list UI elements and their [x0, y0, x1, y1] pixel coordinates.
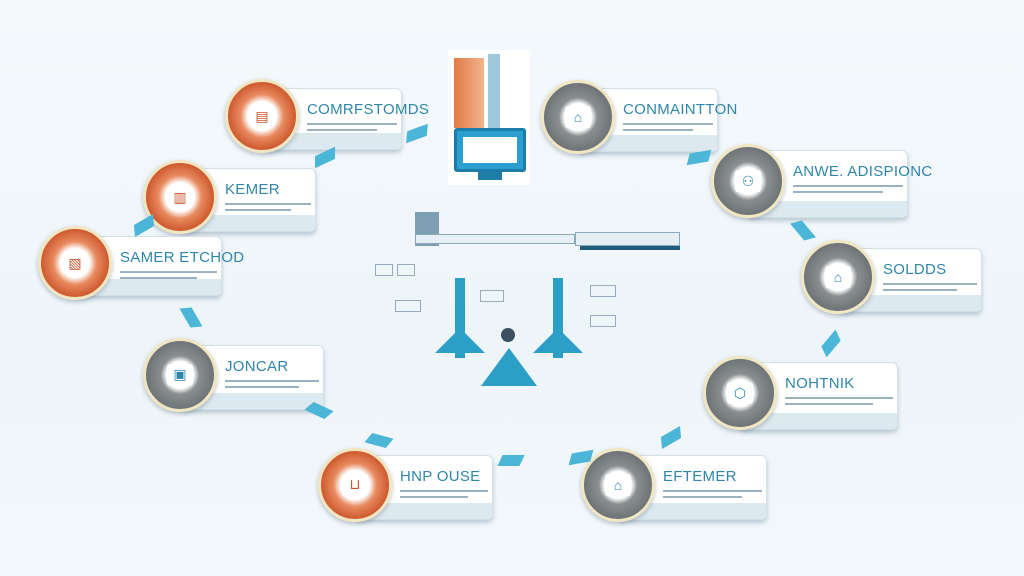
card-footer	[749, 201, 907, 217]
description-line	[120, 271, 217, 273]
tower-graphic	[488, 54, 500, 132]
card-footer	[181, 215, 315, 231]
description-line	[623, 129, 693, 131]
cart-icon: ⊔	[342, 473, 368, 496]
flow-arrow	[304, 401, 334, 420]
step-title: SOLDDS	[883, 261, 947, 278]
step-icon-badge: ⌂	[541, 80, 615, 154]
step-icon-badge: ⊔	[318, 447, 392, 522]
flow-arrow	[821, 329, 841, 358]
card-footer	[839, 295, 981, 311]
card-footer	[619, 503, 766, 519]
central-network-illustration	[355, 210, 685, 390]
card-footer	[181, 393, 323, 409]
image-icon: ▣	[167, 363, 193, 386]
step-title: SAMER ETCHOD	[120, 249, 245, 266]
description-line	[793, 191, 883, 193]
step-icon-badge: ▧	[38, 226, 112, 300]
step-title: ANWE. ADISPIONC	[793, 163, 933, 180]
building-graphic	[454, 58, 484, 128]
home-icon: ⌂	[565, 106, 591, 128]
step-icon-badge: ▥	[143, 160, 217, 234]
description-line	[225, 209, 291, 211]
card-footer	[76, 279, 221, 295]
step-title: NOHTNIK	[785, 375, 855, 392]
flow-arrow	[497, 455, 525, 466]
flow-arrow	[133, 213, 155, 238]
card-footer	[579, 135, 717, 151]
description-line	[400, 496, 468, 498]
description-line	[883, 283, 977, 285]
flow-arrow	[406, 123, 428, 144]
paper-icon: ▧	[62, 252, 88, 274]
step-icon-badge: ⬡	[703, 356, 777, 430]
document-icon: ▤	[249, 105, 275, 127]
left-pillar	[455, 278, 465, 358]
step-title: HNP OUSE	[400, 468, 481, 485]
description-line	[785, 397, 893, 399]
monitor-illustration	[448, 50, 530, 185]
step-icon-badge: ⌂	[581, 447, 655, 522]
description-line	[785, 403, 873, 405]
description-line	[883, 289, 957, 291]
step-title: COMRFSTOMDS	[307, 101, 430, 118]
step-title: EFTEMER	[663, 468, 737, 485]
monitor-screen	[454, 128, 526, 172]
step-card: CONMAINTTON	[578, 88, 737, 152]
flow-arrow	[179, 307, 203, 328]
description-line	[400, 490, 488, 492]
card-footer	[741, 413, 897, 429]
flow-arrow	[790, 220, 816, 241]
card-footer	[356, 503, 492, 519]
home-icon: ⌂	[825, 266, 851, 288]
description-line	[120, 277, 197, 279]
step-icon-badge: ▤	[225, 79, 299, 153]
shield-icon: ⬡	[727, 382, 753, 404]
description-line	[793, 185, 903, 187]
card-footer	[263, 133, 401, 149]
building-icon: ▥	[167, 186, 193, 208]
flow-arrow	[364, 433, 394, 448]
description-line	[663, 490, 762, 492]
house-icon: ⌂	[605, 473, 631, 496]
step-title: KEMER	[225, 181, 280, 198]
step-icon-badge: ▣	[143, 337, 217, 412]
flow-arrow	[660, 425, 682, 450]
monitor-stand	[478, 172, 502, 180]
description-line	[225, 386, 299, 388]
description-line	[623, 123, 713, 125]
step-title: JONCAR	[225, 358, 289, 375]
step-title: CONMAINTTON	[623, 101, 738, 118]
right-pillar	[553, 278, 563, 358]
step-icon-badge: ⌂	[801, 240, 875, 314]
flow-arrow	[686, 149, 712, 166]
car-icon: ⚇	[735, 170, 761, 192]
description-line	[307, 129, 377, 131]
description-line	[663, 496, 742, 498]
person-figure	[501, 328, 515, 342]
description-line	[307, 123, 397, 125]
description-line	[225, 380, 319, 382]
step-icon-badge: ⚇	[711, 144, 785, 218]
description-line	[225, 203, 311, 205]
